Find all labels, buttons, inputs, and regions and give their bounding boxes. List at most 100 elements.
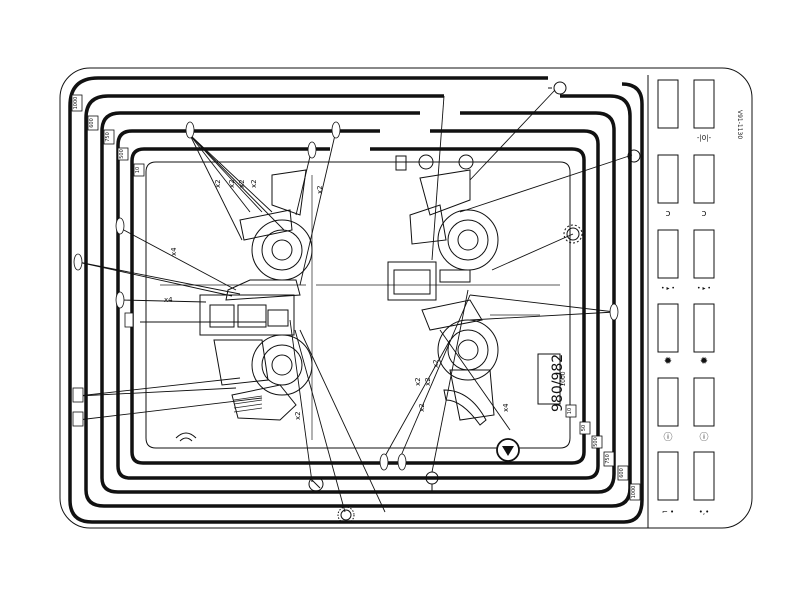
tag-text: 750 [605, 454, 611, 464]
panel-cell [693, 377, 715, 427]
front-wheel-rim [447, 219, 489, 261]
cab-body [199, 294, 295, 336]
qty-label: x2 [294, 411, 302, 420]
tag-text: 10 [567, 408, 573, 414]
panel-symbol: ⓘ [699, 432, 708, 443]
inner-frame [145, 161, 571, 449]
tag-box [133, 163, 145, 177]
decal-marker [397, 453, 407, 471]
decal-code: 1000 [560, 371, 567, 386]
tag-text: 600 [89, 118, 95, 128]
info-icons-top [395, 154, 474, 171]
track-2 [84, 94, 632, 508]
decal-marker [115, 217, 125, 235]
rear-bumper [231, 384, 297, 421]
track-group [68, 76, 644, 524]
tag-box [629, 483, 641, 501]
hazard-icon [496, 438, 520, 462]
cab-door [237, 304, 267, 328]
qty-label: x4 [164, 296, 173, 304]
decal-marker-square [124, 312, 134, 328]
qty-label: x2 [238, 179, 246, 188]
bucket [271, 169, 307, 216]
horn-icon [337, 506, 355, 524]
panel-cell [693, 451, 715, 501]
tag-box [603, 451, 615, 467]
track-3 [100, 111, 616, 494]
track-tags-right: 10 50 500 750 600 1000 [565, 404, 641, 501]
rear-wheel [251, 334, 313, 396]
lamp-icon [548, 81, 567, 95]
model-badge: 1000 980/982 [537, 353, 567, 412]
qty-label: x2 [316, 185, 324, 194]
panel-cell [657, 303, 679, 353]
outer-border [59, 67, 753, 529]
tag-box [71, 94, 83, 112]
rear-fender [443, 389, 487, 426]
panel-symbol: ✹ [664, 356, 672, 367]
decal-marker [379, 453, 389, 471]
decal-marker-square [72, 411, 84, 427]
badge-box [537, 353, 561, 405]
panel-symbol: •,• [699, 508, 709, 516]
book-icon [395, 155, 407, 171]
qty-label: x2 [432, 359, 440, 368]
engine-vent [439, 269, 471, 283]
tag-text: 1000 [631, 486, 637, 499]
panel-symbol: ↄ [666, 209, 671, 219]
tag-text: 600 [619, 468, 625, 478]
decal-marker [331, 121, 341, 139]
front-wheel-hub [271, 239, 293, 261]
track-4 [116, 129, 600, 480]
rear-wheel-rim [261, 344, 303, 386]
gear-icon [563, 224, 583, 244]
panel-symbol: ↄ [702, 209, 707, 219]
qty-label: x2 [418, 403, 426, 412]
leader-lines [77, 89, 633, 513]
quantity-callouts: x2 x2 x2 x2 x2 x4 x4 x2 x2 x2 x2 x2 x4 [164, 179, 510, 420]
part-number: V91-1130 [736, 110, 743, 139]
tag-box [591, 435, 603, 449]
left-loader-drawing [199, 169, 313, 421]
tag-box [87, 115, 99, 131]
qty-label: x2 [214, 179, 222, 188]
tag-text: 50 [581, 425, 587, 431]
qty-label: x2 [424, 377, 432, 386]
panel-symbol: ⌐ • [662, 508, 674, 516]
gauge-icon [458, 154, 474, 170]
tag-box [579, 421, 591, 435]
qty-label: x2 [414, 377, 422, 386]
decal-marker-square [72, 387, 84, 403]
panel-symbol: ⓘ [663, 432, 672, 443]
decal-marker [185, 121, 195, 139]
track-1 [68, 76, 644, 524]
bucket [419, 169, 471, 216]
panel-cell [657, 229, 679, 279]
panel-cell [657, 377, 679, 427]
lamp-icon [627, 149, 641, 163]
tag-text: 1000 [73, 97, 79, 110]
decal-marker [73, 253, 83, 271]
counterweight [213, 339, 269, 386]
counterweight [449, 369, 495, 421]
rear-wheel-hub [457, 339, 479, 361]
track-tags-left: 1000 600 750 500 10 [71, 94, 145, 177]
tag-box [617, 465, 629, 481]
tag-box [117, 147, 129, 161]
decal-markers [72, 121, 619, 471]
cab-body [387, 261, 437, 301]
decal-marker [115, 291, 125, 309]
right-loader-drawing [387, 169, 540, 426]
panel-symbol: • ▸ • [661, 285, 675, 292]
rear-wheel-hub [271, 354, 293, 376]
panel-cell [657, 154, 679, 204]
lift-arm [239, 209, 293, 241]
panel-cell [657, 79, 679, 129]
model-label: 980/982 [550, 354, 566, 412]
panel-cell [693, 79, 715, 129]
tag-box [103, 129, 115, 145]
dial-icon [308, 476, 324, 492]
cab-window [209, 304, 235, 328]
